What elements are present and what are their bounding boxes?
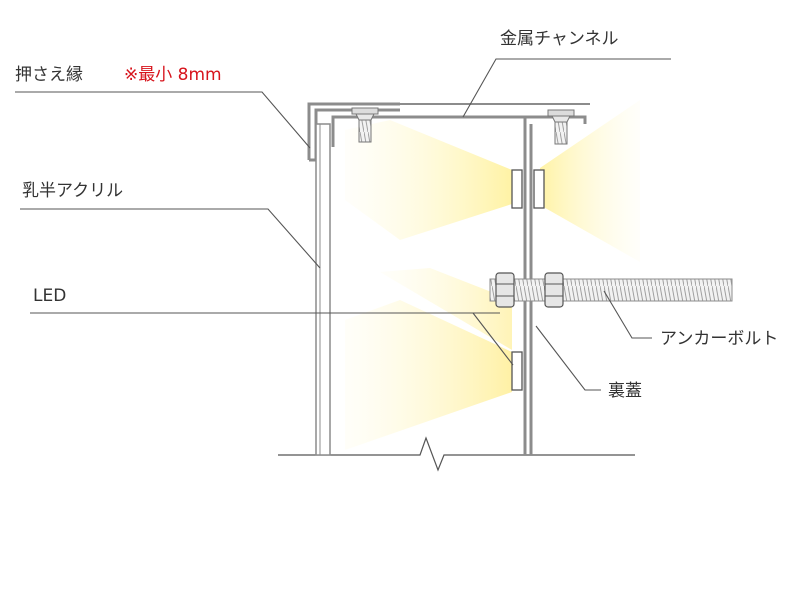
- label-acrylic: 乳半アクリル: [22, 181, 123, 201]
- label-led: LED: [33, 286, 66, 306]
- acrylic-panel: [315, 123, 331, 456]
- light-beam-right: [540, 100, 640, 262]
- light-beam-upper: [345, 120, 512, 240]
- leader-holding-edge: [15, 91, 311, 149]
- ground-line: [278, 436, 635, 472]
- label-metal-channel: 金属チャンネル: [500, 29, 619, 49]
- leader-back-cover: [535, 325, 601, 391]
- label-back-cover: 裏蓋: [608, 380, 642, 401]
- leader-anchor-bolt: [603, 290, 652, 339]
- led-lower: [511, 351, 523, 391]
- anchor-bolt-icon: [489, 272, 733, 308]
- led-right: [533, 169, 545, 209]
- led-upper: [511, 169, 523, 209]
- label-holding-edge: 押さえ縁: [15, 65, 83, 85]
- screw-left-icon: [351, 107, 379, 143]
- leader-metal-channel: [462, 58, 671, 118]
- light-beam-lower: [345, 300, 512, 450]
- screw-right-icon: [547, 109, 575, 145]
- leader-led-diag: [472, 312, 514, 366]
- label-anchor-bolt: アンカーボルト: [660, 329, 778, 349]
- leader-acrylic: [20, 208, 321, 269]
- light-beam-lower-top: [380, 268, 512, 350]
- label-holding-edge-note: ※最小 8mm: [124, 65, 222, 85]
